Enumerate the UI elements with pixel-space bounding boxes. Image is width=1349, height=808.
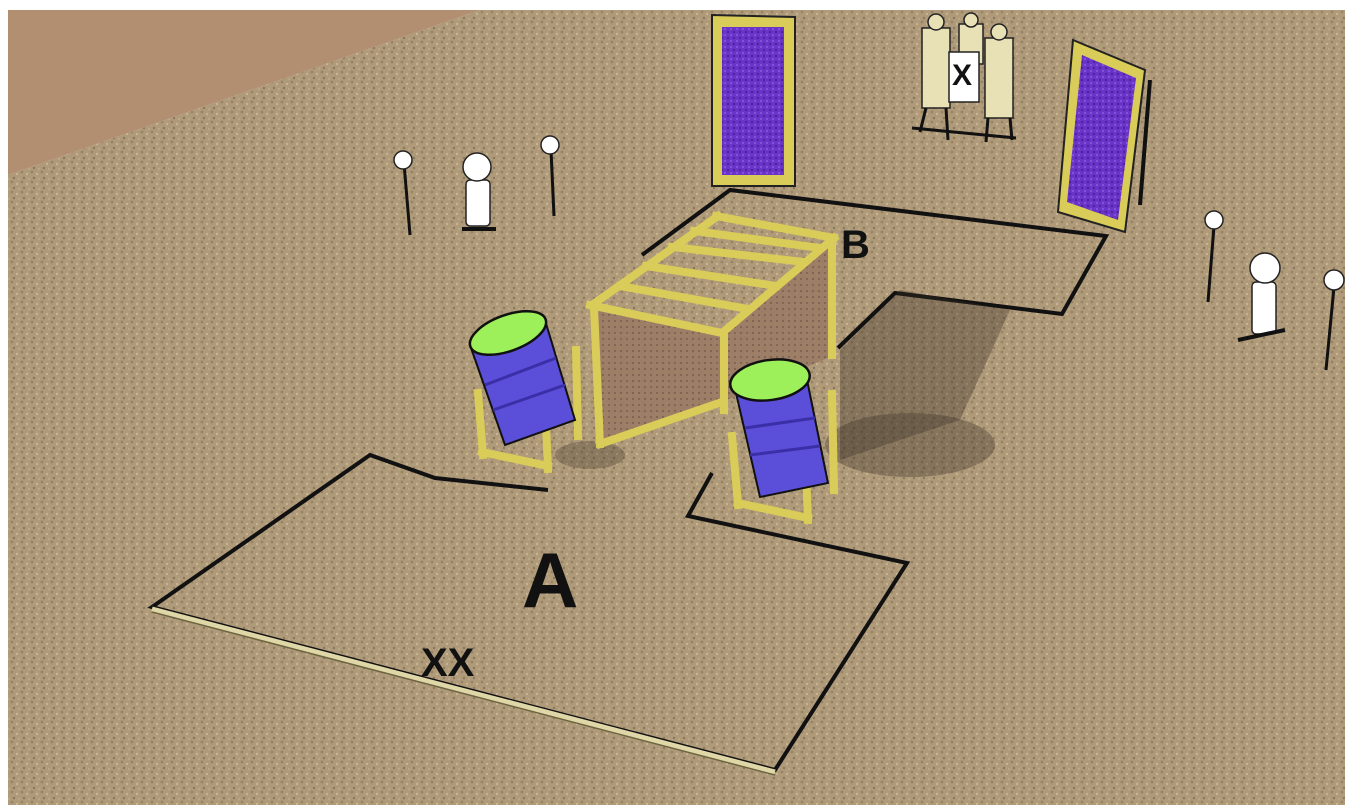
port-panel-left	[712, 15, 795, 186]
plate-stand-icon	[394, 151, 412, 169]
no-shoot-target: X	[949, 52, 979, 102]
area-a-label: A	[522, 536, 578, 624]
barrel-right-shadow	[825, 413, 995, 477]
no-shoot-label: X	[952, 59, 972, 92]
start-position-label: XX	[421, 641, 475, 685]
barrel-left-shadow	[555, 441, 625, 469]
popper-target-icon	[463, 153, 491, 181]
area-b-label: B	[841, 223, 870, 267]
